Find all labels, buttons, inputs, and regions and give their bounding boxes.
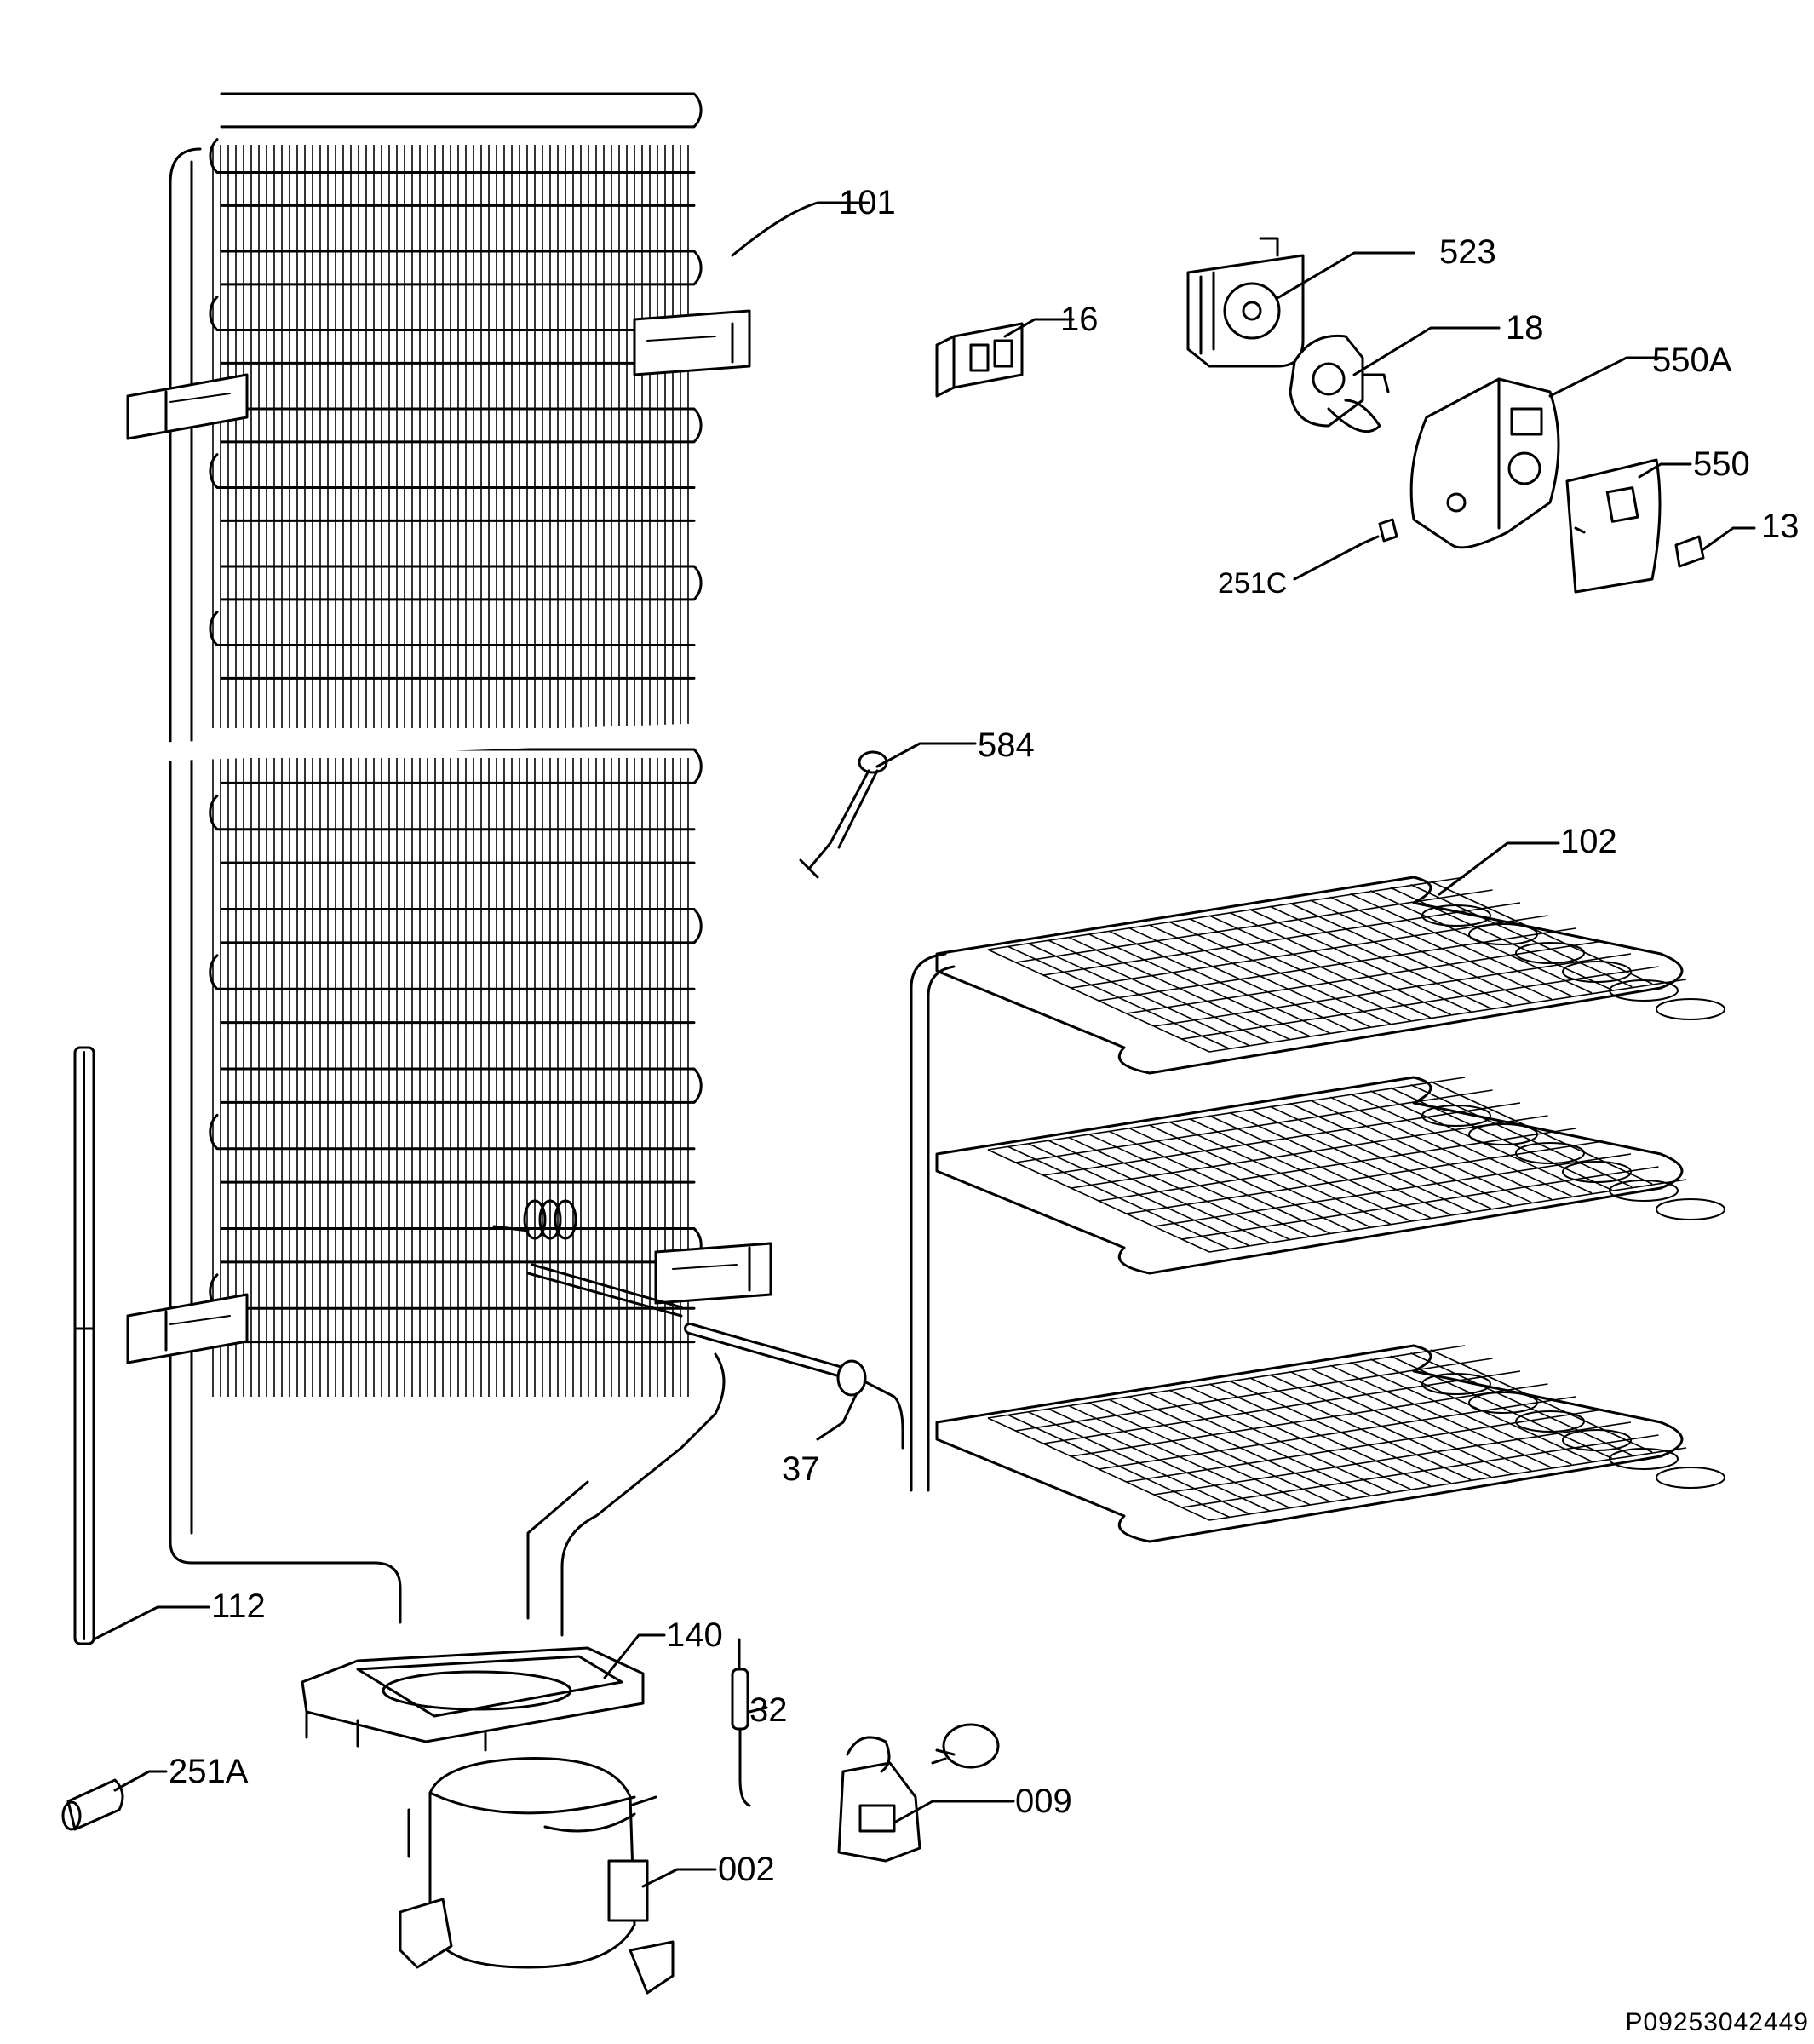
callout-102: 102 bbox=[1560, 823, 1617, 860]
grommet-251A bbox=[61, 1778, 124, 1831]
tray-140 bbox=[301, 1646, 645, 1752]
callout-112: 112 bbox=[211, 1588, 266, 1625]
callout-16: 16 bbox=[1060, 301, 1099, 338]
callout-523: 523 bbox=[1439, 233, 1496, 271]
drier-37 bbox=[684, 1323, 904, 1450]
tube-112 bbox=[73, 1046, 95, 1645]
evaporator-102 bbox=[910, 876, 1725, 1543]
callout-251A: 251A bbox=[169, 1753, 249, 1790]
callout-002: 002 bbox=[718, 1851, 775, 1888]
diagram-code: P09253042449 bbox=[1625, 2008, 1809, 2036]
compressor-002 bbox=[399, 1757, 675, 1995]
small-part-13 bbox=[1674, 535, 1705, 568]
callout-37: 37 bbox=[782, 1450, 820, 1488]
switch-16 bbox=[935, 322, 1024, 398]
panel-550 bbox=[1565, 458, 1662, 594]
cover-550A bbox=[1409, 377, 1560, 549]
leader-lines bbox=[92, 201, 1756, 1888]
callout-251C: 251C bbox=[1218, 567, 1288, 600]
callout-13: 13 bbox=[1761, 508, 1800, 545]
callout-140: 140 bbox=[666, 1616, 723, 1654]
callout-550: 550 bbox=[1693, 445, 1750, 483]
callout-101: 101 bbox=[839, 184, 896, 221]
callout-32: 32 bbox=[749, 1691, 788, 1729]
callout-550A: 550A bbox=[1652, 342, 1732, 379]
fuse-32 bbox=[731, 1638, 751, 1807]
relay-009 bbox=[837, 1723, 1000, 1863]
callout-18: 18 bbox=[1506, 309, 1544, 347]
sensor-584 bbox=[799, 750, 888, 879]
fan-motor-18 bbox=[1289, 334, 1390, 433]
callout-009: 009 bbox=[1015, 1783, 1072, 1820]
callout-584: 584 bbox=[978, 726, 1035, 764]
condenser-101 bbox=[126, 92, 772, 1637]
small-part-251C bbox=[1378, 518, 1398, 543]
fan-housing-523 bbox=[1186, 237, 1305, 368]
